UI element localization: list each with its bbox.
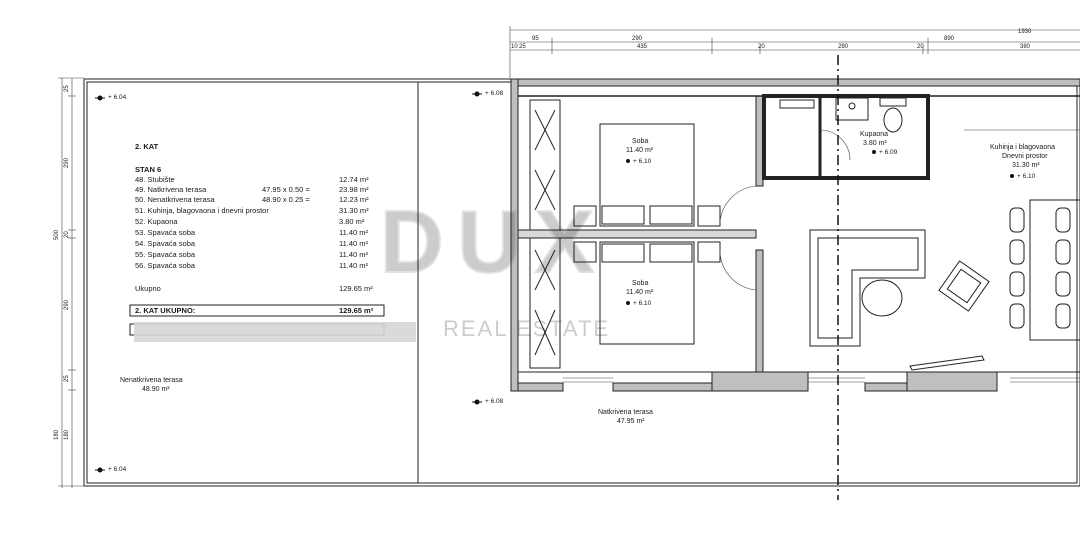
apartment-walls [510, 78, 1080, 392]
svg-text:23.98 m²: 23.98 m² [339, 185, 369, 194]
svg-text:50. Nenatkrivena terasa: 50. Nenatkrivena terasa [135, 195, 215, 204]
armchair [938, 260, 990, 312]
svg-text:11.40 m²: 11.40 m² [339, 250, 369, 259]
svg-text:+ 6.04: + 6.04 [108, 466, 127, 473]
dim-row1-b: 290 [632, 36, 643, 42]
svg-text:31.30 m²: 31.30 m² [339, 206, 369, 215]
svg-text:25: 25 [64, 375, 70, 382]
bed-1 [573, 123, 721, 227]
total-value: 129.65 m² [339, 306, 374, 315]
svg-text:Natkrivena terasa: Natkrivena terasa [598, 409, 653, 416]
svg-text:+ 6.04: + 6.04 [108, 94, 127, 101]
left-dimension-labels: 25 290 500 20 290 25 180 180 [54, 85, 70, 440]
floor-heading: 2. KAT [135, 142, 159, 151]
svg-text:Dnevni prostor: Dnevni prostor [1002, 153, 1048, 160]
room-label-kitchen: Kuhinja i blagovaona Dnevni prostor 31.3… [990, 144, 1055, 180]
svg-text:53. Spavaća soba: 53. Spavaća soba [135, 228, 196, 237]
left-dimensions [58, 77, 84, 488]
svg-text:3.80 m²: 3.80 m² [863, 140, 887, 147]
svg-text:48.90 x 0.25 =: 48.90 x 0.25 = [262, 195, 310, 204]
level-marker-1: + 6.04 [95, 94, 127, 101]
svg-text:25: 25 [64, 85, 70, 92]
level-marker-4: + 6.04 [95, 466, 127, 473]
svg-text:+ 6.10: + 6.10 [1017, 173, 1036, 180]
dim-row2-c: 435 [637, 44, 648, 50]
area-table: 2. KAT STAN 6 48. Stubište 12.74 m² 49. … [129, 142, 416, 342]
watermark-subtitle: REAL ESTATE [443, 316, 610, 341]
svg-text:11.40 m²: 11.40 m² [626, 289, 654, 296]
svg-text:180: 180 [54, 429, 60, 440]
level-marker-2: + 6.08 [472, 90, 504, 97]
bathroom-fixtures [779, 97, 907, 133]
sliding-door [909, 355, 985, 371]
room-label-terrace-covered: Natkrivena terasa 47.95 m² [598, 409, 653, 425]
svg-text:51. Kuhinja, blagovaona i dnev: 51. Kuhinja, blagovaona i dnevni prostor [135, 206, 269, 215]
svg-text:+ 6.09: + 6.09 [879, 149, 898, 156]
svg-text:290: 290 [64, 157, 70, 168]
svg-text:47.95 m²: 47.95 m² [617, 418, 645, 425]
svg-text:+ 6.08: + 6.08 [485, 90, 504, 97]
svg-text:+ 6.10: + 6.10 [633, 158, 652, 165]
svg-text:48.90 m²: 48.90 m² [142, 386, 170, 393]
svg-text:+ 6.08: + 6.08 [485, 398, 504, 405]
svg-text:20: 20 [64, 231, 70, 238]
unit-heading: STAN 6 [135, 165, 161, 174]
svg-text:12.74 m²: 12.74 m² [339, 175, 369, 184]
coffee-table [861, 279, 903, 317]
svg-text:Nenatkrivena terasa: Nenatkrivena terasa [120, 377, 183, 384]
svg-text:48. Stubište: 48. Stubište [135, 175, 175, 184]
dim-row2-g: 380 [1020, 44, 1031, 50]
room-label-soba-2: Soba 11.40 m² + 6.10 [626, 280, 654, 307]
svg-text:290: 290 [64, 299, 70, 310]
level-marker-3: + 6.08 [472, 398, 504, 405]
dim-row1-a: 95 [532, 36, 539, 42]
dim-row2-f: 20 [917, 44, 924, 50]
windows [563, 377, 1080, 383]
svg-text:Kuhinja i blagovaona: Kuhinja i blagovaona [990, 144, 1055, 151]
dim-row2-a: 10 [511, 44, 518, 50]
sofa [809, 229, 926, 347]
svg-text:11.40 m²: 11.40 m² [626, 147, 654, 154]
svg-text:180: 180 [64, 429, 70, 440]
dim-total: 1930 [1018, 29, 1032, 35]
svg-text:+ 6.10: + 6.10 [633, 300, 652, 307]
subtotal-value: 129.65 m² [339, 284, 373, 293]
top-dimensions [509, 26, 1080, 78]
svg-text:11.40 m²: 11.40 m² [339, 239, 369, 248]
svg-text:31.30 m²: 31.30 m² [1012, 162, 1040, 169]
dim-row2-e: 280 [838, 44, 849, 50]
svg-text:Soba: Soba [632, 138, 648, 145]
svg-text:54. Spavaća soba: 54. Spavaća soba [135, 239, 196, 248]
redacted-smudge [134, 322, 416, 342]
svg-text:47.95 x 0.50 =: 47.95 x 0.50 = [262, 185, 310, 194]
subtotal-label: Ukupno [135, 284, 161, 293]
doors [719, 129, 851, 291]
room-label-kupaona: Kupaona 3.80 m² + 6.09 [860, 131, 898, 156]
svg-text:500: 500 [54, 229, 60, 240]
total-label: 2. KAT UKUPNO: [135, 306, 195, 315]
room-label-terrace-open: Nenatkrivena terasa 48.90 m² [120, 377, 183, 393]
watermark: DUX REAL ESTATE [379, 191, 610, 341]
svg-text:55. Spavaća soba: 55. Spavaća soba [135, 250, 196, 259]
svg-text:3.80 m²: 3.80 m² [339, 217, 365, 226]
svg-text:12.23 m²: 12.23 m² [339, 195, 369, 204]
dim-row2-b: 25 [519, 44, 526, 50]
bed-2 [573, 241, 721, 345]
watermark-logo: DUX [380, 192, 608, 291]
dim-row1-c: 890 [944, 36, 955, 42]
svg-text:11.40 m²: 11.40 m² [339, 261, 369, 270]
svg-text:56. Spavaća soba: 56. Spavaća soba [135, 261, 196, 270]
dining-table [1009, 199, 1080, 341]
svg-text:49. Natkrivena terasa: 49. Natkrivena terasa [135, 185, 207, 194]
room-label-soba-1: Soba 11.40 m² + 6.10 [626, 138, 654, 165]
svg-text:Soba: Soba [632, 280, 648, 287]
wardrobes [529, 99, 561, 369]
svg-text:11.40 m²: 11.40 m² [339, 228, 369, 237]
dim-row2-d: 20 [758, 44, 765, 50]
svg-text:Kupaona: Kupaona [860, 131, 888, 138]
svg-text:52. Kupaona: 52. Kupaona [135, 217, 178, 226]
